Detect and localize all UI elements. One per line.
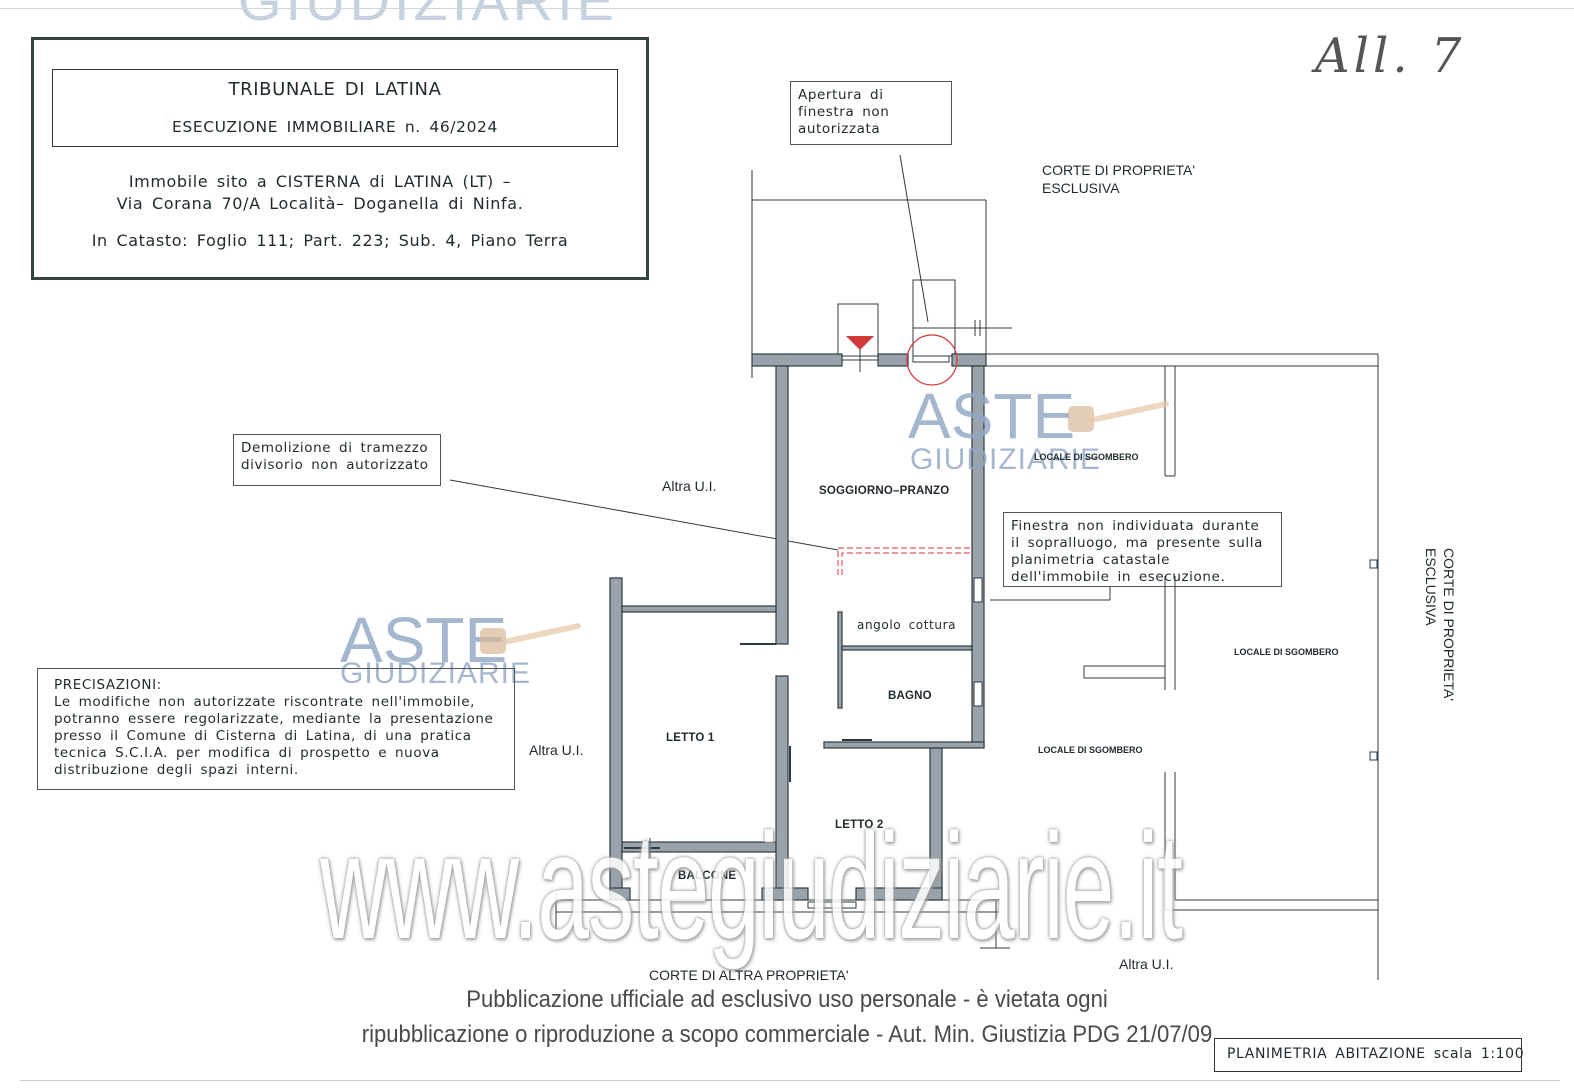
top-page-rule: [0, 8, 1574, 9]
address-line-1: Immobile sito a CISTERNA di LATINA (LT) …: [128, 172, 512, 191]
watermark-aste-2: ASTE: [340, 604, 508, 676]
other-unit-label: Altra U.I.: [1119, 956, 1174, 972]
room-bathroom: BAGNO: [888, 690, 932, 702]
watermark-top: GIUDIZIARIE: [238, 0, 619, 32]
annex-label: All. 7: [1315, 28, 1466, 84]
watermark-giudiziarie-1: GIUDIZIARIE: [910, 443, 1102, 476]
room-kitchen: angolo cottura: [857, 618, 957, 632]
title-block: [31, 37, 649, 280]
room-bedroom-2: LETTO 2: [835, 819, 884, 831]
footer-disclaimer-1: Pubblicazione ufficiale ad esclusivo uso…: [466, 986, 1108, 1013]
room-storage: LOCALE DI SGOMBERO: [1034, 452, 1139, 462]
room-storage: LOCALE DI SGOMBERO: [1038, 745, 1143, 755]
room-bedroom-1: LETTO 1: [666, 732, 715, 744]
watermark-site: www.astegiudiziarie.it: [320, 802, 1183, 970]
callout-partition-demolition: Demolizione di tramezzo divisorio non au…: [233, 434, 441, 486]
court-name: TRIBUNALE DI LATINA: [228, 79, 442, 100]
other-unit-label: Altra U.I.: [662, 478, 717, 494]
room-living: SOGGIORNO–PRANZO: [819, 485, 950, 497]
other-unit-label: Altra U.I.: [529, 742, 584, 758]
scale-label-box: PLANIMETRIA ABITAZIONE scala 1:100: [1214, 1038, 1524, 1072]
footer-disclaimer-2: ripubblicazione o riproduzione a scopo c…: [361, 1021, 1213, 1048]
room-balcony: BALCONE: [678, 870, 737, 882]
callout-window-not-found: Finestra non individuata durante il sopr…: [1003, 512, 1282, 587]
court-exclusive-right: CORTE DI PROPRIETA' ESCLUSIVA: [1423, 548, 1457, 702]
gavel-icon: [474, 622, 584, 662]
watermark-aste-1: ASTE: [908, 380, 1076, 452]
gavel-icon: [1062, 400, 1172, 440]
bottom-page-rule: [20, 1080, 1560, 1081]
case-number: ESECUZIONE IMMOBILIARE n. 46/2024: [172, 118, 498, 136]
callout-window-opening: Apertura di finestra non autorizzata: [790, 81, 952, 145]
address-line-2: Via Corana 70/A Località– Doganella di N…: [116, 194, 524, 213]
notes-body: Le modifiche non autorizzate riscontrate…: [54, 694, 494, 778]
title-header-box: TRIBUNALE DI LATINA ESECUZIONE IMMOBILIA…: [52, 69, 618, 147]
room-storage: LOCALE DI SGOMBERO: [1234, 647, 1339, 657]
cadastre-info: In Catasto: Foglio 111; Part. 223; Sub. …: [91, 231, 569, 250]
notes-box: PRECISAZIONI: Le modifiche non autorizza…: [37, 668, 515, 790]
court-exclusive-top: CORTE DI PROPRIETA' ESCLUSIVA: [1042, 162, 1196, 196]
court-other-label: CORTE DI ALTRA PROPRIETA': [649, 967, 849, 983]
notes-title: PRECISAZIONI:: [54, 677, 162, 693]
watermark-giudiziarie-2: GIUDIZIARIE: [340, 657, 532, 690]
